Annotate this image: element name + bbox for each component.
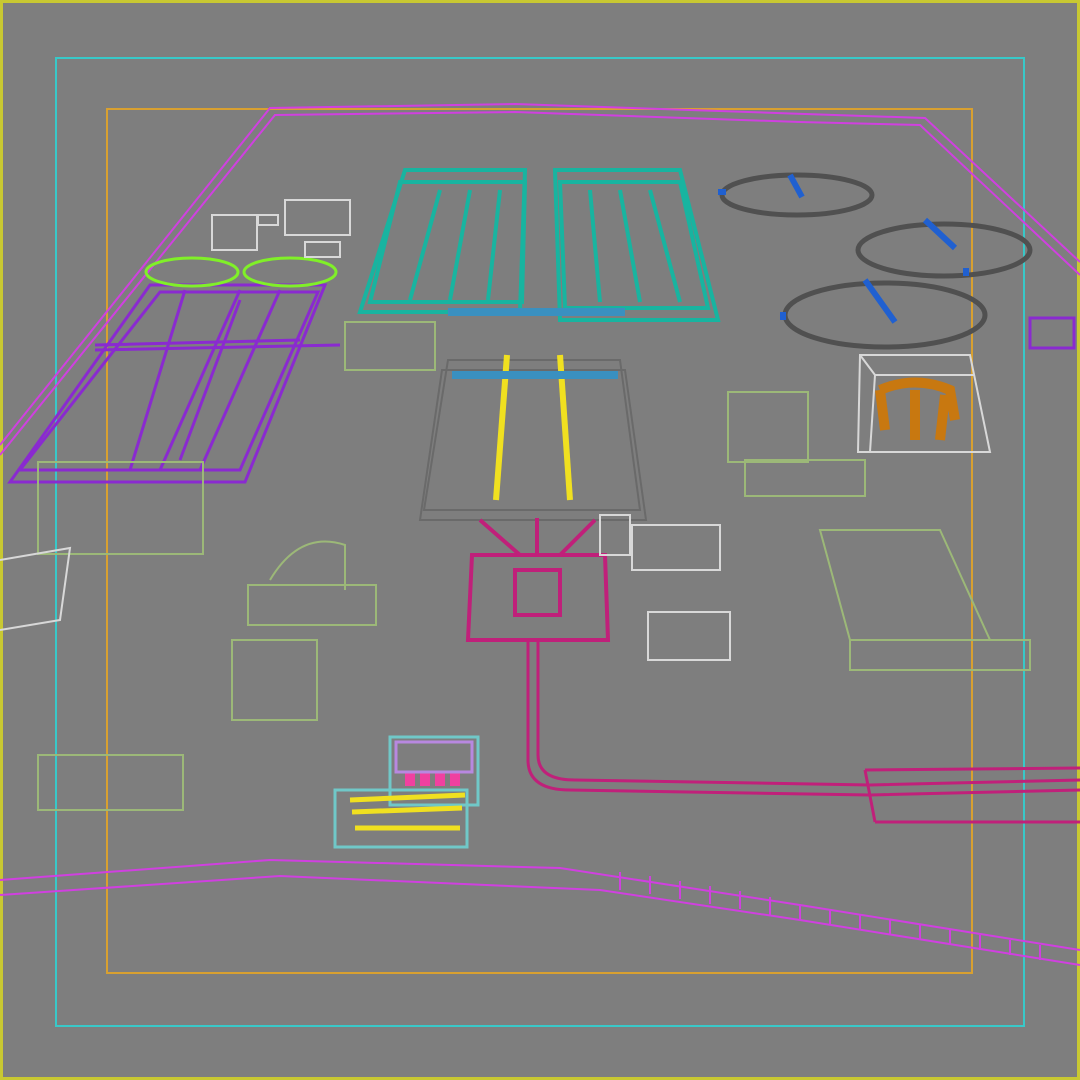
clarifier-ring-left[interactable] (144, 256, 240, 288)
digester-orange-tank[interactable] (875, 377, 960, 441)
aeration-tank-left[interactable] (357, 168, 528, 314)
safe-frame-inner (106, 108, 973, 974)
headworks-equipment[interactable] (211, 199, 351, 258)
dewatering-house[interactable] (333, 735, 480, 849)
secondary-clarifier-3[interactable] (782, 280, 988, 350)
settling-basin-violet[interactable] (7, 283, 341, 484)
grit-chamber-frame[interactable] (418, 359, 648, 521)
secondary-clarifier-2[interactable] (855, 221, 1033, 279)
digester-cage[interactable] (856, 354, 992, 453)
small-box-right[interactable] (1028, 316, 1076, 350)
dewatering-press (405, 772, 460, 786)
channel-rail-yellow[interactable] (493, 354, 573, 501)
dewatering-canopy (394, 740, 474, 774)
secondary-clarifier-1[interactable] (719, 172, 875, 218)
conveyor-yellow (349, 792, 466, 831)
inlet-structure-magenta[interactable] (465, 518, 611, 642)
pump-station[interactable] (0, 514, 731, 661)
clarifier-scrapers (718, 173, 969, 324)
aeration-tank-right[interactable] (552, 168, 721, 322)
clarifier-ring-right[interactable] (242, 256, 338, 288)
control-building[interactable] (37, 321, 1031, 811)
safe-frame-outer (55, 57, 1025, 1027)
site-boundary-wall[interactable] (0, 102, 1080, 966)
outfall-pipe[interactable] (526, 640, 1080, 824)
